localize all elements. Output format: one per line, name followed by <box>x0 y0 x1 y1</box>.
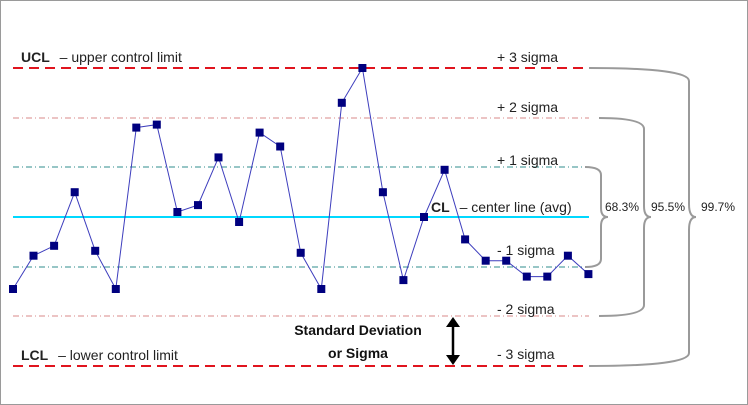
data-point-26 <box>522 272 531 281</box>
data-point-25 <box>502 256 511 265</box>
lcl-abbr: LCL <box>21 347 49 363</box>
data-point-9 <box>173 208 182 216</box>
cl-text: – center line (avg) <box>460 199 572 215</box>
data-point-29 <box>584 270 593 279</box>
sigma-label-minus-2: - 2 sigma <box>497 301 555 317</box>
bracket-two-sigma <box>598 117 652 317</box>
data-point-17 <box>337 98 346 107</box>
data-point-6 <box>111 285 120 293</box>
ucl-abbr: UCL <box>21 49 50 65</box>
std-dev-label-line2: or Sigma <box>328 345 388 361</box>
bracket-one-sigma <box>584 166 609 268</box>
cl-label: CL – center line (avg) <box>431 199 572 215</box>
data-point-7 <box>132 123 141 132</box>
percent-label-three-sigma: 99.7% <box>701 200 735 214</box>
percent-label-one-sigma: 68.3% <box>605 200 639 214</box>
data-point-4 <box>70 188 79 197</box>
data-point-28 <box>563 251 572 260</box>
data-point-16 <box>317 285 326 293</box>
sigma-label-plus-3: + 3 sigma <box>497 49 558 65</box>
data-point-18 <box>358 64 367 72</box>
data-point-23 <box>461 235 470 244</box>
sigma-label-plus-2: + 2 sigma <box>497 99 558 115</box>
data-point-14 <box>276 142 285 151</box>
data-point-11 <box>214 153 223 162</box>
lcl-text: – lower control limit <box>58 347 178 363</box>
data-point-19 <box>378 188 387 197</box>
data-point-20 <box>399 276 408 285</box>
data-series <box>9 64 593 293</box>
sigma-label-minus-3: - 3 sigma <box>497 346 555 362</box>
data-point-8 <box>152 120 161 129</box>
bracket-three-sigma <box>588 67 697 367</box>
data-point-21 <box>420 213 428 221</box>
lcl-label: LCL – lower control limit <box>21 347 178 363</box>
sigma-label-plus-1: + 1 sigma <box>497 152 558 168</box>
data-point-13 <box>255 128 264 137</box>
data-point-3 <box>50 241 59 250</box>
ucl-text: – upper control limit <box>60 49 182 65</box>
data-point-24 <box>481 256 490 265</box>
data-point-2 <box>29 251 38 260</box>
data-point-22 <box>440 165 449 174</box>
data-point-5 <box>91 246 100 255</box>
ucl-label: UCL – upper control limit <box>21 49 182 65</box>
data-point-15 <box>296 248 305 257</box>
data-point-10 <box>194 201 202 210</box>
sigma-label-minus-1: - 1 sigma <box>497 242 555 258</box>
percent-label-two-sigma: 95.5% <box>651 200 685 214</box>
double-arrow-icon <box>446 317 460 365</box>
data-point-1 <box>9 285 17 293</box>
std-dev-label-line1: Standard Deviation <box>294 322 422 338</box>
cl-abbr: CL <box>431 199 450 215</box>
data-point-12 <box>235 218 244 226</box>
data-point-27 <box>543 272 552 281</box>
